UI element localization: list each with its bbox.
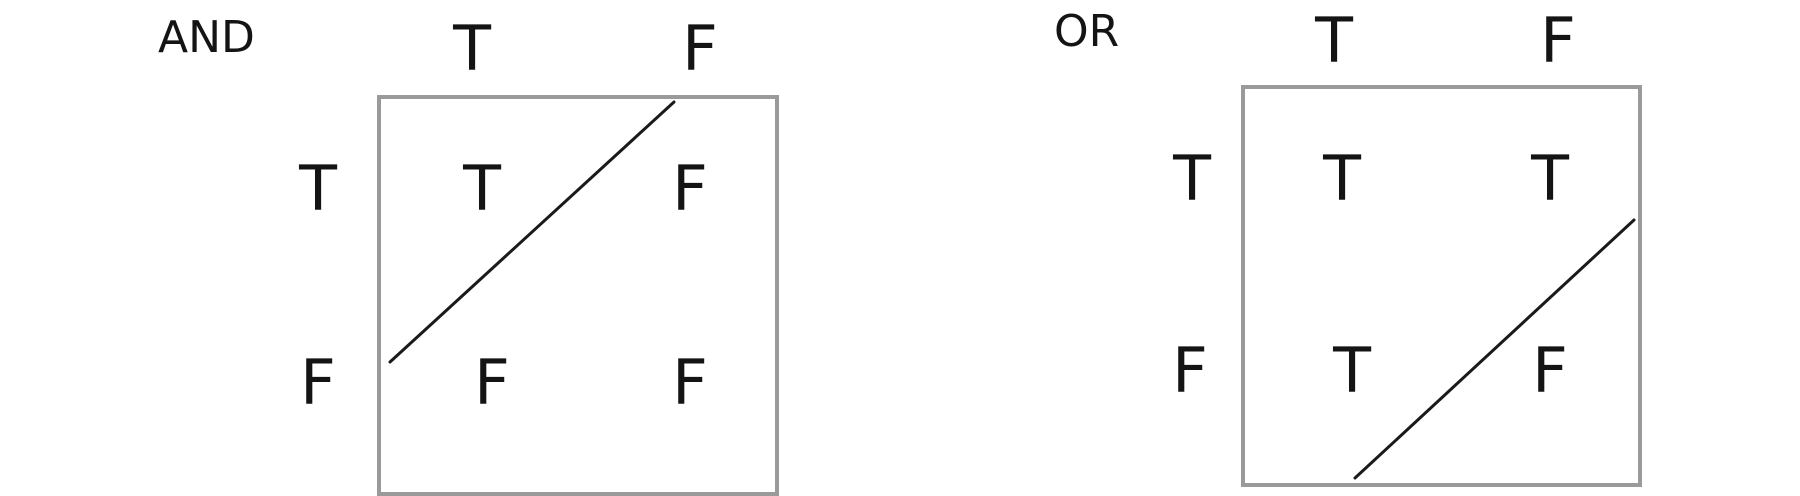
or-table-title: OR xyxy=(1054,6,1119,57)
and-cell-ff: F xyxy=(672,346,708,419)
and-truth-table: AND T F T F T F F F xyxy=(158,12,779,496)
and-cell-ft: F xyxy=(474,346,510,419)
and-column-header-f: F xyxy=(682,12,718,85)
or-column-header-t: T xyxy=(1314,4,1354,77)
and-row-header-t: T xyxy=(298,152,338,225)
and-cell-tt: T xyxy=(462,152,502,225)
and-cell-tf: F xyxy=(672,152,708,225)
or-table-border xyxy=(1241,85,1642,487)
or-cell-tf: T xyxy=(1530,142,1570,215)
or-cell-tt: T xyxy=(1322,142,1362,215)
and-row-header-f: F xyxy=(300,346,336,419)
and-column-header-t: T xyxy=(452,12,492,85)
or-truth-table: OR T F T F T T T F xyxy=(1054,4,1642,487)
or-diagonal-separator xyxy=(1353,218,1636,480)
or-column-header-f: F xyxy=(1540,4,1576,77)
or-row-header-t: T xyxy=(1172,142,1212,215)
and-table-title: AND xyxy=(158,12,255,63)
and-table-border xyxy=(377,95,779,496)
or-cell-ft: T xyxy=(1332,334,1372,407)
and-diagonal-separator xyxy=(388,100,676,364)
or-cell-ff: F xyxy=(1532,334,1568,407)
or-row-header-f: F xyxy=(1172,334,1208,407)
